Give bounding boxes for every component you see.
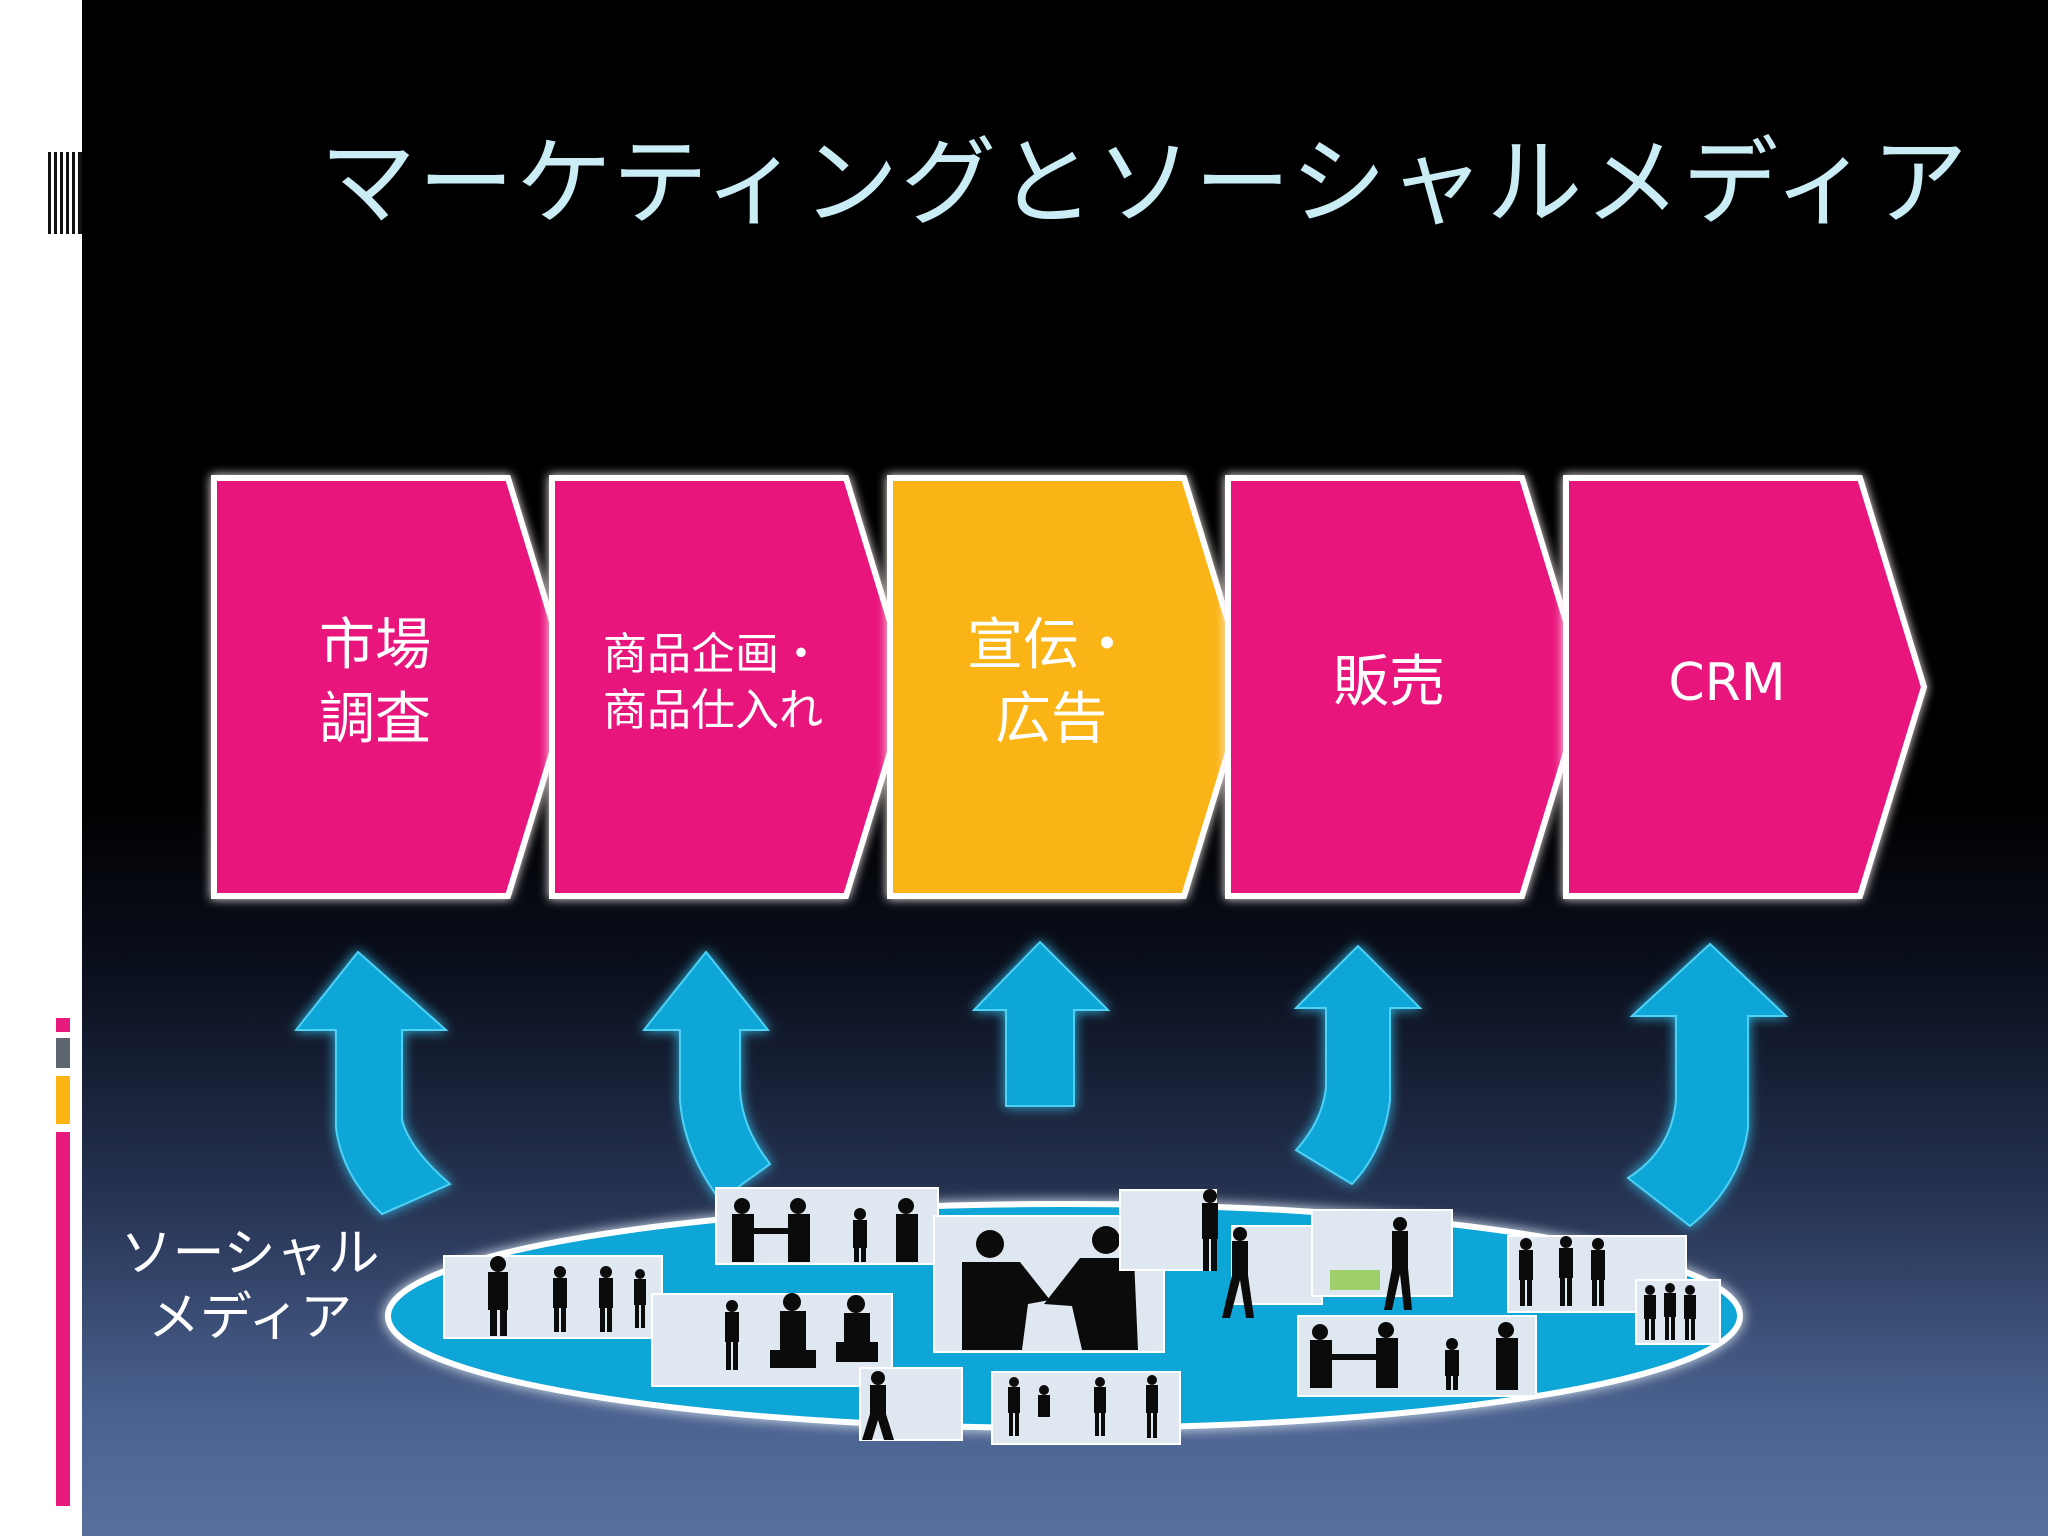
walking-person-tile-12 — [859, 1367, 963, 1441]
straight-up-arrow-3 — [971, 940, 1111, 1107]
city-photo-tile-7 — [1311, 1209, 1453, 1310]
curved-up-arrow-1 — [293, 950, 452, 1216]
accent-bar-pink-small — [56, 1018, 70, 1032]
step-chevron-advertising — [887, 475, 1252, 899]
curved-up-arrow-4 — [1293, 944, 1423, 1186]
accent-bar-pink-long — [56, 1132, 70, 1506]
step-chevron-sales — [1225, 475, 1590, 899]
people-photo-tile-9 — [1635, 1279, 1721, 1345]
step-chevron-product-planning — [549, 475, 914, 899]
handshake-photo-tile-2 — [715, 1187, 939, 1265]
handshake-photo-tile-main — [933, 1215, 1165, 1353]
accent-bar-gray — [56, 1038, 70, 1068]
handshake-photo-tile-10 — [1297, 1315, 1537, 1397]
left-margin-strip — [0, 0, 82, 1536]
step-label-product-planning: 商品企画・ 商品仕入れ — [603, 629, 823, 736]
walking-person-tile-6 — [1222, 1225, 1323, 1318]
curved-up-arrow-2 — [641, 950, 772, 1202]
business-photo-tile-3 — [651, 1293, 893, 1387]
curved-up-arrow-5 — [1626, 942, 1789, 1228]
step-label-sales: 販売 — [1333, 650, 1445, 715]
step-label-market-research: 市場 調査 — [319, 613, 431, 752]
step-label-crm: CRM — [1668, 653, 1786, 713]
accent-bar-yellow — [56, 1076, 70, 1124]
step-label-advertising: 宣伝・ 広告 — [967, 613, 1135, 752]
step-chevron-market-research — [211, 475, 576, 899]
step-chevron-crm — [1563, 475, 1928, 899]
people-photo-tile-1 — [443, 1255, 663, 1339]
slide-title: マーケティングとソーシャルメディア — [320, 127, 1970, 239]
social-media-label: ソーシャル メディア — [120, 1224, 380, 1348]
people-photo-tile-11 — [991, 1371, 1181, 1445]
people-photo-tile-5 — [1119, 1189, 1218, 1271]
barcode-decoration — [48, 152, 82, 234]
